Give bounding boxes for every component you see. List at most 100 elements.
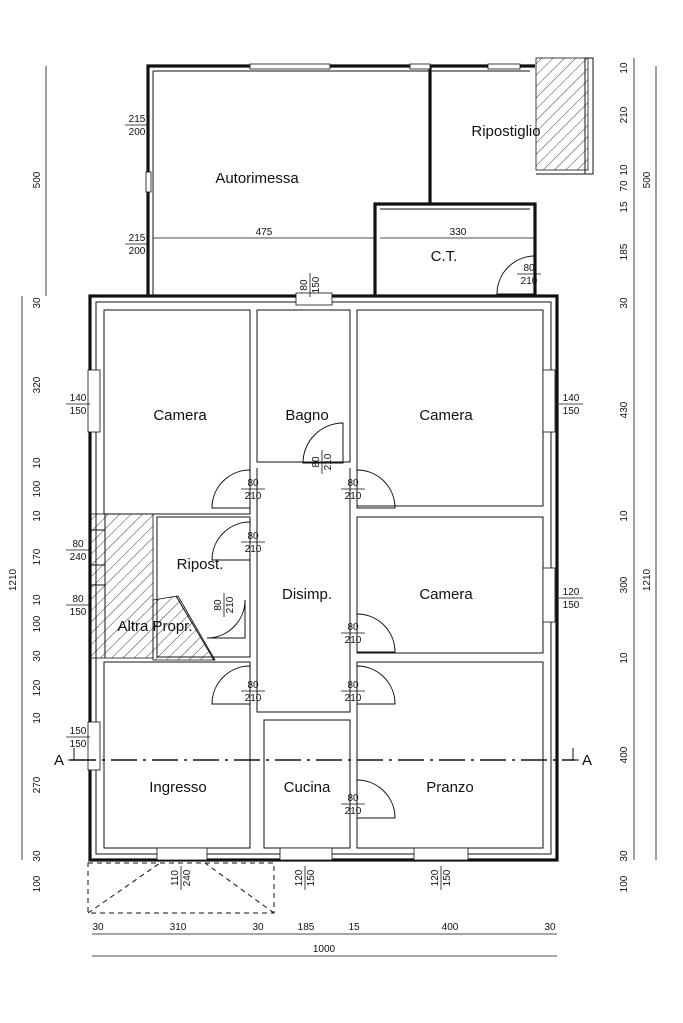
opening-width: 150	[70, 726, 87, 737]
opening-height: 210	[245, 544, 262, 555]
opening-width: 120	[430, 869, 441, 886]
section-label-left: A	[54, 752, 64, 769]
dim-garage-width: 475	[256, 227, 273, 238]
opening-height: 200	[129, 127, 146, 138]
dim-right: 10	[619, 510, 630, 522]
room-ripost: Ripost.	[177, 556, 224, 573]
opening-width: 80	[247, 478, 259, 489]
dimension-chains	[21, 58, 657, 957]
room-altra-propr: Altra Propr.	[117, 618, 192, 635]
opening-height: 210	[345, 693, 362, 704]
opening-width: 80	[213, 599, 224, 611]
opening-height: 210	[345, 806, 362, 817]
opening-height: 210	[245, 693, 262, 704]
opening-width: 80	[72, 594, 84, 605]
dim-left: 30	[32, 850, 43, 862]
opening-height: 150	[70, 406, 87, 417]
dim-left: 100	[32, 615, 43, 632]
dim-left: 10	[32, 712, 43, 724]
inner-dimensions: 475 330	[153, 227, 535, 239]
opening-width: 80	[72, 539, 84, 550]
dim-bottom: 30	[252, 922, 264, 933]
dim-right: 300	[619, 576, 630, 593]
room-ingresso: Ingresso	[149, 779, 207, 796]
dimension-labels: 5003032010100101701010030120102703010012…	[8, 62, 653, 955]
room-bagno: Bagno	[285, 407, 328, 424]
dim-left: 270	[32, 776, 43, 793]
dim-right: 70	[619, 180, 630, 192]
room-pranzo: Pranzo	[426, 779, 474, 796]
opening-height: 210	[225, 596, 236, 613]
dim-left: 120	[32, 679, 43, 696]
dim-right-total: 1210	[642, 568, 653, 591]
opening-width: 140	[563, 393, 580, 404]
dim-right: 10	[619, 652, 630, 664]
dim-right: 30	[619, 297, 630, 309]
opening-height: 150	[442, 869, 453, 886]
opening-width: 120	[563, 587, 580, 598]
opening-height: 150	[563, 600, 580, 611]
house-walls	[88, 294, 559, 862]
opening-height: 240	[70, 552, 87, 563]
dim-right: 100	[619, 875, 630, 892]
opening-height: 210	[345, 491, 362, 502]
opening-width: 80	[299, 279, 310, 291]
garage-block	[145, 63, 537, 296]
dim-right: 400	[619, 746, 630, 763]
room-disimp: Disimp.	[282, 586, 332, 603]
dim-left: 320	[32, 376, 43, 393]
dim-right: 15	[619, 201, 630, 213]
dim-bottom: 30	[544, 922, 556, 933]
dim-right: 185	[619, 243, 630, 260]
dim-bottom: 30	[92, 922, 104, 933]
opening-height: 150	[306, 869, 317, 886]
dim-right: 30	[619, 850, 630, 862]
room-labels: Autorimessa Ripostiglio C.T. Camera Bagn…	[117, 123, 540, 796]
opening-height: 210	[521, 276, 538, 287]
opening-width: 80	[247, 531, 259, 542]
dim-right: 10	[619, 164, 630, 176]
room-camera-e: Camera	[419, 586, 473, 603]
dim-left: 30	[32, 297, 43, 309]
opening-width: 215	[129, 114, 146, 125]
porch	[87, 862, 275, 914]
opening-width: 140	[70, 393, 87, 404]
opening-width: 80	[247, 680, 259, 691]
opening-width: 80	[347, 478, 359, 489]
dim-left: 30	[32, 650, 43, 662]
opening-height: 150	[563, 406, 580, 417]
dim-bottom: 310	[170, 922, 187, 933]
dim-left: 500	[32, 171, 43, 188]
dim-left: 10	[32, 510, 43, 522]
dim-bottom: 185	[298, 922, 315, 933]
dim-left: 170	[32, 548, 43, 565]
dim-bottom: 15	[348, 922, 360, 933]
room-camera-ne: Camera	[419, 407, 473, 424]
dim-left: 10	[32, 457, 43, 469]
opening-height: 210	[245, 491, 262, 502]
ripostiglio-hatch	[535, 57, 594, 175]
opening-width: 80	[311, 456, 322, 468]
dim-left: 10	[32, 594, 43, 606]
room-ct: C.T.	[431, 248, 458, 265]
opening-height: 210	[345, 635, 362, 646]
opening-height: 200	[129, 246, 146, 257]
dim-right-total-top: 500	[642, 171, 653, 188]
dim-bottom-total: 1000	[313, 944, 336, 955]
